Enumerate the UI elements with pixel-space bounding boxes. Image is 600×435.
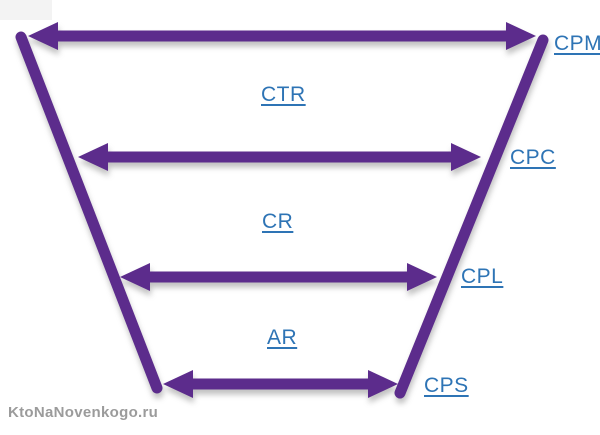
site-watermark: KtoNaNovenkogo.ru — [8, 404, 159, 421]
funnel-left-side-line — [15, 31, 163, 394]
metric-label-cps[interactable]: CPS — [424, 374, 469, 397]
funnel-right-side-line — [394, 34, 549, 399]
rate-label-ctr[interactable]: CTR — [261, 83, 306, 106]
rate-label-ar[interactable]: AR — [267, 326, 298, 349]
corner-artifact — [0, 0, 52, 20]
level-arrows — [28, 22, 536, 398]
rate-label-cr[interactable]: CR — [262, 210, 294, 233]
funnel-sides — [15, 31, 549, 399]
metric-label-cpc[interactable]: CPC — [510, 146, 556, 169]
metric-label-cpm[interactable]: CPM — [554, 32, 600, 55]
metric-label-cpl[interactable]: CPL — [461, 265, 504, 288]
